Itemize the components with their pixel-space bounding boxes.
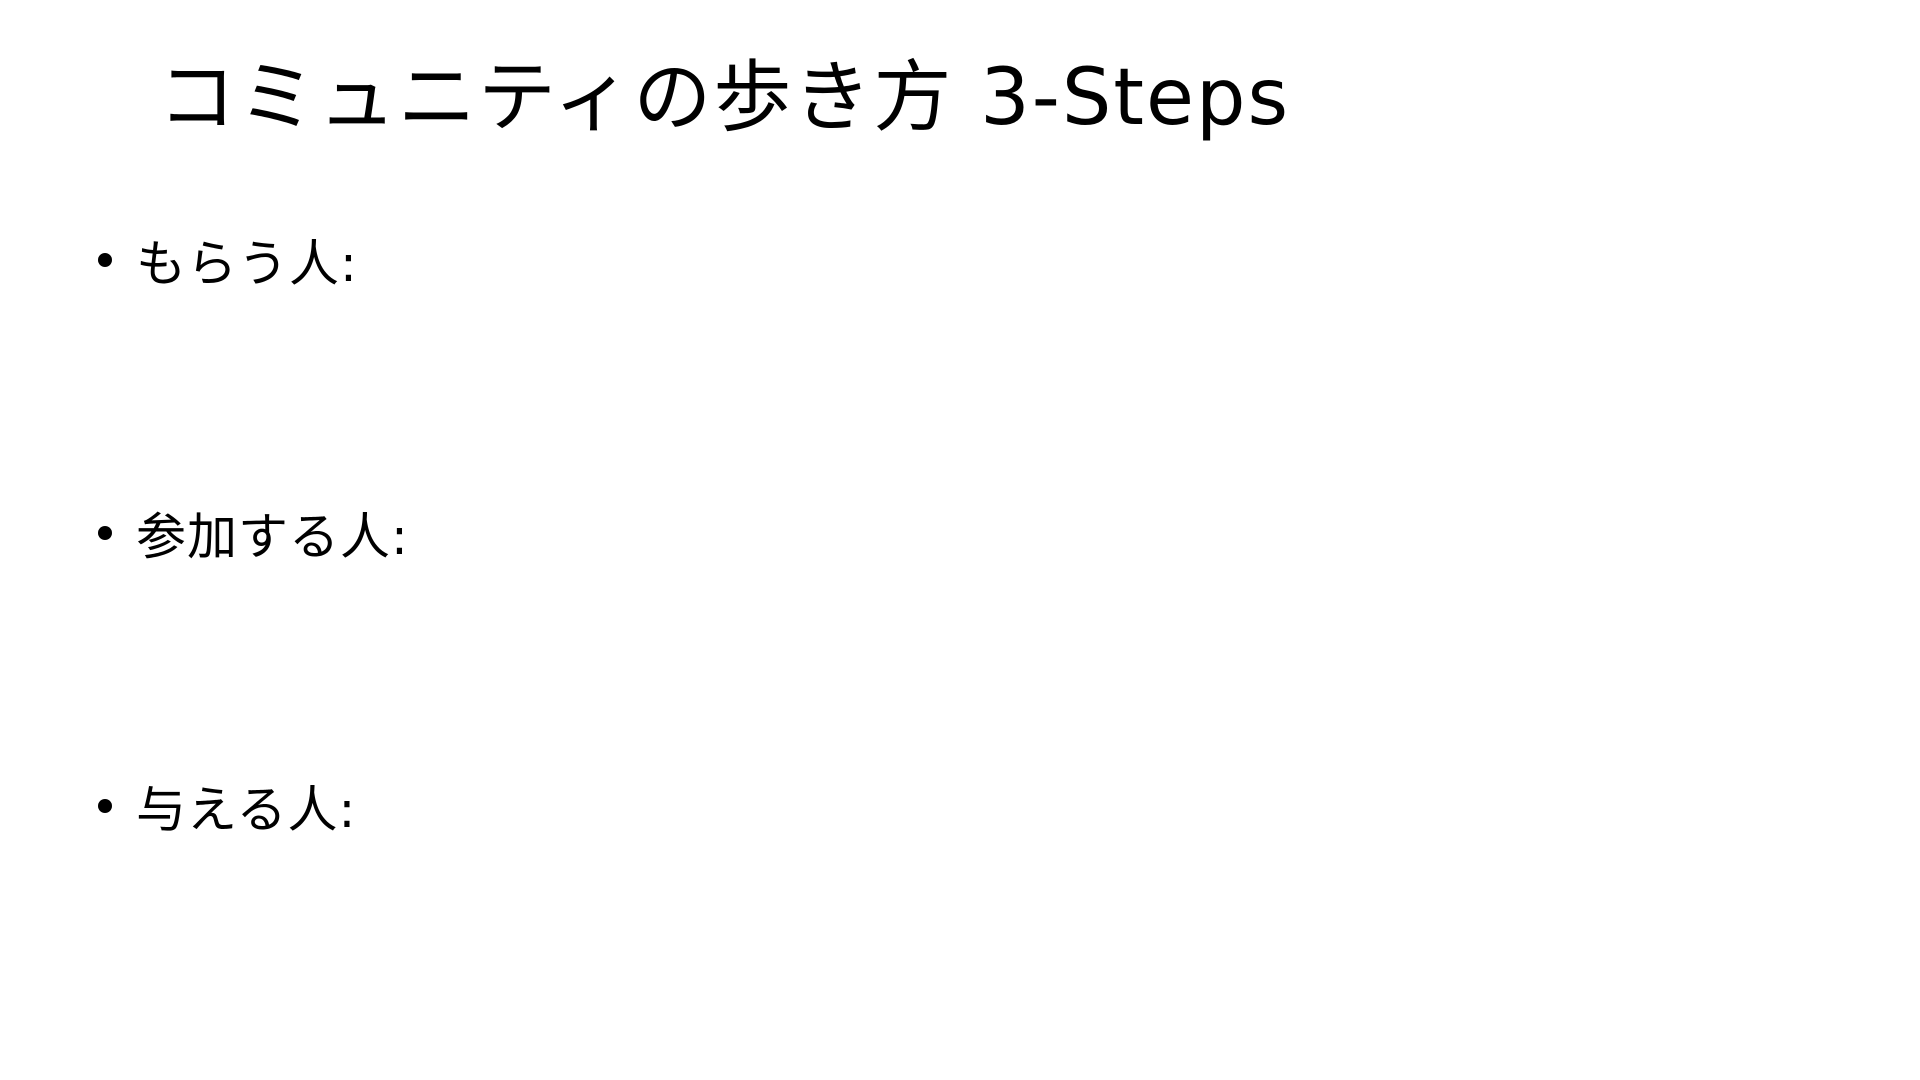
bullet-dot-icon xyxy=(98,799,112,813)
bullet-list: もらう人: 参加する人: 与える人: xyxy=(98,220,409,846)
bullet-item-givers: 与える人: xyxy=(98,766,409,846)
bullet-label: もらう人: xyxy=(136,235,358,293)
bullet-item-participants: 参加する人: xyxy=(98,493,409,573)
bullet-item-receivers: もらう人: xyxy=(98,220,409,300)
bullet-dot-icon xyxy=(98,526,112,540)
bullet-label: 与える人: xyxy=(136,781,357,839)
slide-title: コミュニティの歩き方 3-Steps xyxy=(158,53,1291,143)
bullet-dot-icon xyxy=(98,253,112,267)
bullet-label: 参加する人: xyxy=(136,508,409,566)
